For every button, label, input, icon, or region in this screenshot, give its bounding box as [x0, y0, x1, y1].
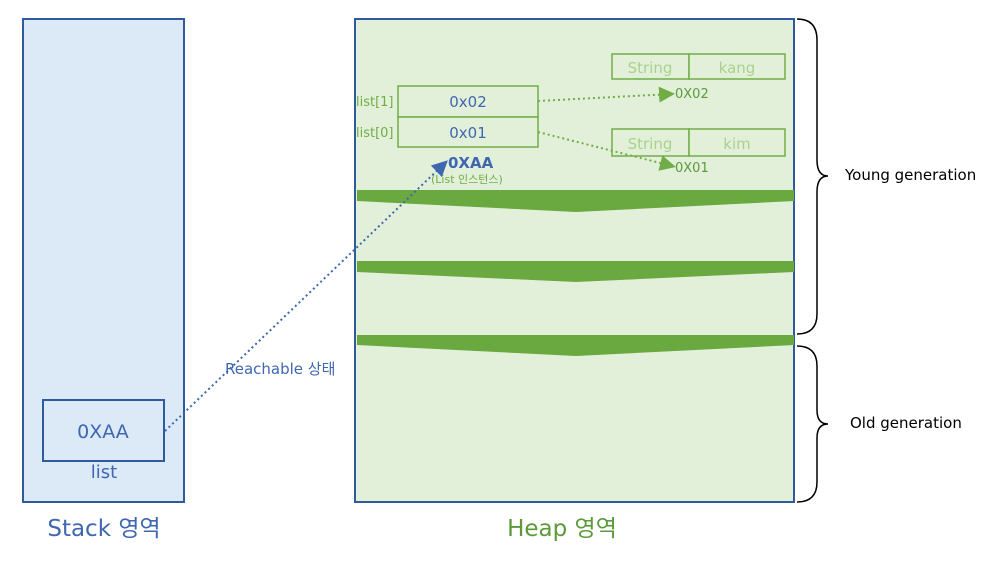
object-kang-value-cell [688, 53, 786, 80]
object-kim-value: kim [723, 135, 750, 153]
stack-variable-box [42, 399, 165, 462]
young-generation-brace [796, 18, 829, 335]
reference-label: Reachable 상태 [225, 360, 335, 378]
heap-divider-1 [357, 190, 794, 212]
list-instance-caption: (List 인스턴스) [431, 173, 503, 186]
object-kang-type-cell [611, 53, 690, 80]
list-slot-0-value: 0x01 [449, 124, 487, 142]
old-generation-brace [796, 345, 829, 503]
stack-title: Stack 영역 [47, 516, 160, 542]
object-kim-type: String [628, 135, 673, 153]
heap-divider-3 [357, 335, 794, 356]
list-instance-address: 0XAA [448, 154, 494, 172]
list-slot-1-value: 0x02 [449, 93, 487, 111]
list-slot-0-index: list[0] [356, 126, 394, 141]
list-slot-1-index: list[1] [356, 95, 394, 110]
reference-arrow-slot1-to-kang [537, 86, 675, 103]
object-kim-value-cell [688, 128, 786, 157]
reference-arrow-slot0-to-kim [537, 131, 676, 171]
stack-variable-value: 0XAA [77, 421, 129, 443]
object-kang-value: kang [719, 59, 756, 77]
object-kang-address: 0X02 [675, 87, 709, 102]
heap-divider-2 [357, 261, 794, 282]
old-generation-label: Old generation [850, 414, 962, 432]
young-generation-label: Young generation [844, 166, 976, 184]
object-kang-type: String [628, 59, 673, 77]
stack-variable-name: list [91, 462, 117, 483]
object-kim-address: 0X01 [675, 161, 709, 176]
heap-title: Heap 영역 [507, 516, 617, 542]
